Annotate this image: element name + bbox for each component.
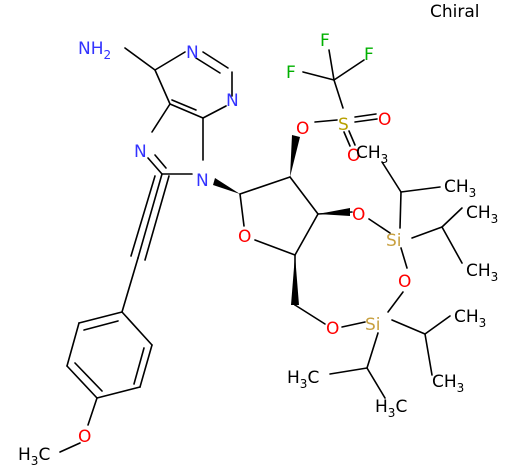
bond <box>171 99 197 111</box>
bond <box>333 59 365 81</box>
bond <box>294 304 326 325</box>
bond <box>366 332 379 369</box>
bond <box>151 103 171 133</box>
atom-ch3-e: CH3 <box>454 307 486 330</box>
atom-h3c-methoxy: H3C <box>18 445 50 467</box>
atom-ch3-b: CH3 <box>444 177 476 200</box>
bond <box>130 175 156 257</box>
bond <box>368 218 391 234</box>
atom-f-left: F <box>286 63 296 83</box>
bond <box>139 344 153 388</box>
bond <box>133 347 145 385</box>
bond <box>154 154 167 169</box>
bond <box>74 362 103 392</box>
bond <box>424 333 433 376</box>
bond <box>66 322 80 367</box>
bond <box>96 386 141 399</box>
wedge-bond-c2-o <box>290 135 300 177</box>
bond <box>83 320 119 331</box>
atom-o-s-bottom: O <box>347 146 360 166</box>
bond <box>239 176 291 195</box>
bond <box>424 315 451 335</box>
bond <box>366 367 386 399</box>
bond <box>294 213 319 256</box>
atom-o-s-right: O <box>378 110 391 130</box>
bond <box>354 118 378 123</box>
bond <box>147 157 163 175</box>
bond <box>66 365 98 399</box>
atom-f-right: F <box>364 45 374 65</box>
bond <box>202 105 227 119</box>
bond <box>400 247 408 269</box>
bond <box>399 191 402 229</box>
bond <box>121 311 153 346</box>
bond <box>387 291 404 313</box>
bond <box>381 161 402 193</box>
atom-n9: N <box>196 171 209 191</box>
atom-n-right: N <box>226 91 239 111</box>
bond <box>124 47 156 71</box>
atom-si-top: Si <box>386 231 402 251</box>
atom-s: S <box>338 115 349 135</box>
wedge-bond-c4-c5 <box>291 255 299 305</box>
atom-ch3-a: CH3 <box>356 143 388 166</box>
bond <box>154 69 171 105</box>
wedge-bond-c1-n9 <box>213 178 240 194</box>
atom-ch3-d: CH3 <box>466 261 498 284</box>
atom-ch3-c: CH3 <box>466 203 498 226</box>
bond <box>333 79 344 109</box>
bond <box>78 311 123 324</box>
bond <box>302 71 335 81</box>
atom-si-bottom: Si <box>365 315 381 335</box>
atom-h3c-a: H3C <box>287 368 319 391</box>
bond <box>59 442 81 453</box>
stereo-label: Chiral <box>430 2 480 22</box>
bond <box>441 207 463 228</box>
bond <box>441 226 463 264</box>
atom-o-si: O <box>398 272 411 292</box>
bond <box>391 319 426 335</box>
atom-n-top: N <box>186 43 199 63</box>
bond <box>314 119 338 123</box>
bond <box>328 49 335 81</box>
bond <box>289 176 319 215</box>
wedge-bond-c3-o <box>318 208 350 216</box>
bond <box>169 103 204 119</box>
atom-o-methoxy: O <box>78 427 91 447</box>
bond <box>343 131 351 147</box>
atom-f-top: F <box>320 31 330 51</box>
bond <box>341 321 366 328</box>
bond <box>239 193 245 227</box>
atom-ch3-f: CH3 <box>432 372 464 395</box>
atom-labels: Chiral NH2 N N N N O S O O F F F O O O S… <box>18 2 498 467</box>
atom-nh2: NH2 <box>78 39 111 62</box>
atom-o-triflate: O <box>296 119 309 139</box>
bond <box>354 113 377 118</box>
atom-n-left: N <box>134 142 147 162</box>
bond <box>254 239 296 256</box>
bond <box>329 367 368 375</box>
bond <box>400 186 441 193</box>
wedge-layer <box>213 135 350 305</box>
atom-o5: O <box>326 319 339 339</box>
bond <box>154 51 186 71</box>
bond-layer <box>59 47 463 453</box>
bond <box>411 226 443 239</box>
atom-h3c-b: H3C <box>375 397 407 420</box>
bond <box>87 397 98 426</box>
bond <box>202 51 229 69</box>
bond <box>195 57 221 74</box>
bond <box>144 175 170 261</box>
atom-o3: O <box>352 205 365 225</box>
atom-o-ring: O <box>238 227 251 247</box>
bond <box>348 130 356 146</box>
bond <box>121 257 139 313</box>
bond <box>137 173 163 259</box>
